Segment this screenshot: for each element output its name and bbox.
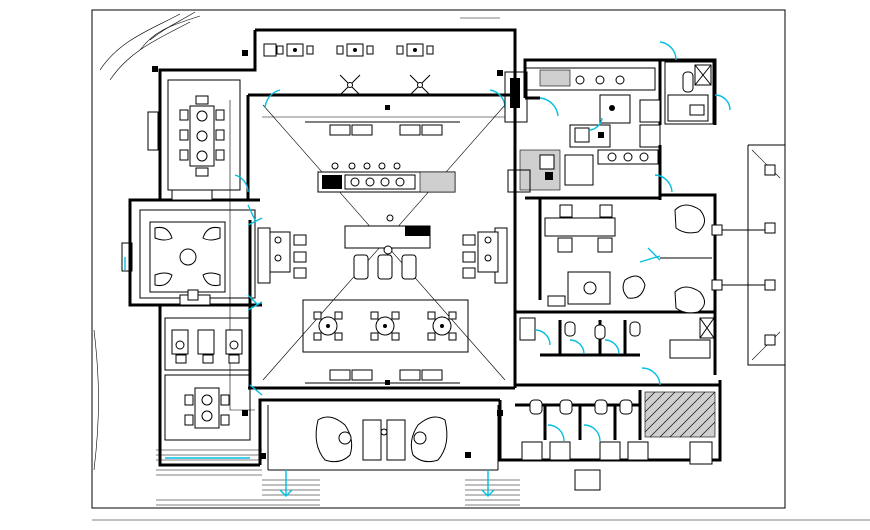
site-border bbox=[91, 9, 870, 521]
north-veranda-furniture bbox=[263, 43, 506, 109]
hall-bottom-benches bbox=[305, 369, 460, 384]
entry-steps bbox=[156, 449, 520, 506]
hall-side-seating-east bbox=[462, 227, 508, 284]
toilets-south bbox=[521, 399, 713, 491]
hall-top-benches bbox=[305, 121, 460, 136]
dining-room-west bbox=[147, 79, 249, 193]
bedroom-southwest bbox=[164, 374, 263, 441]
kitchen bbox=[504, 41, 677, 148]
hall-side-seating-west bbox=[257, 227, 307, 284]
service-room-northeast bbox=[664, 61, 731, 125]
central-counter bbox=[317, 162, 456, 193]
structural-columns bbox=[152, 50, 503, 459]
landscape-curves bbox=[93, 11, 201, 471]
bar-table bbox=[344, 214, 431, 280]
store-hatched bbox=[644, 391, 716, 438]
hall-round-tables bbox=[302, 299, 469, 353]
south-veranda-furniture bbox=[267, 405, 499, 471]
family-area bbox=[547, 204, 705, 386]
east-colonnade bbox=[711, 144, 785, 366]
lounge-west bbox=[121, 189, 263, 306]
pantry bbox=[507, 149, 673, 193]
counter-stools bbox=[331, 162, 401, 170]
office-southwest bbox=[164, 294, 263, 371]
toilets-east bbox=[519, 317, 715, 359]
breakfast-area bbox=[544, 204, 712, 263]
